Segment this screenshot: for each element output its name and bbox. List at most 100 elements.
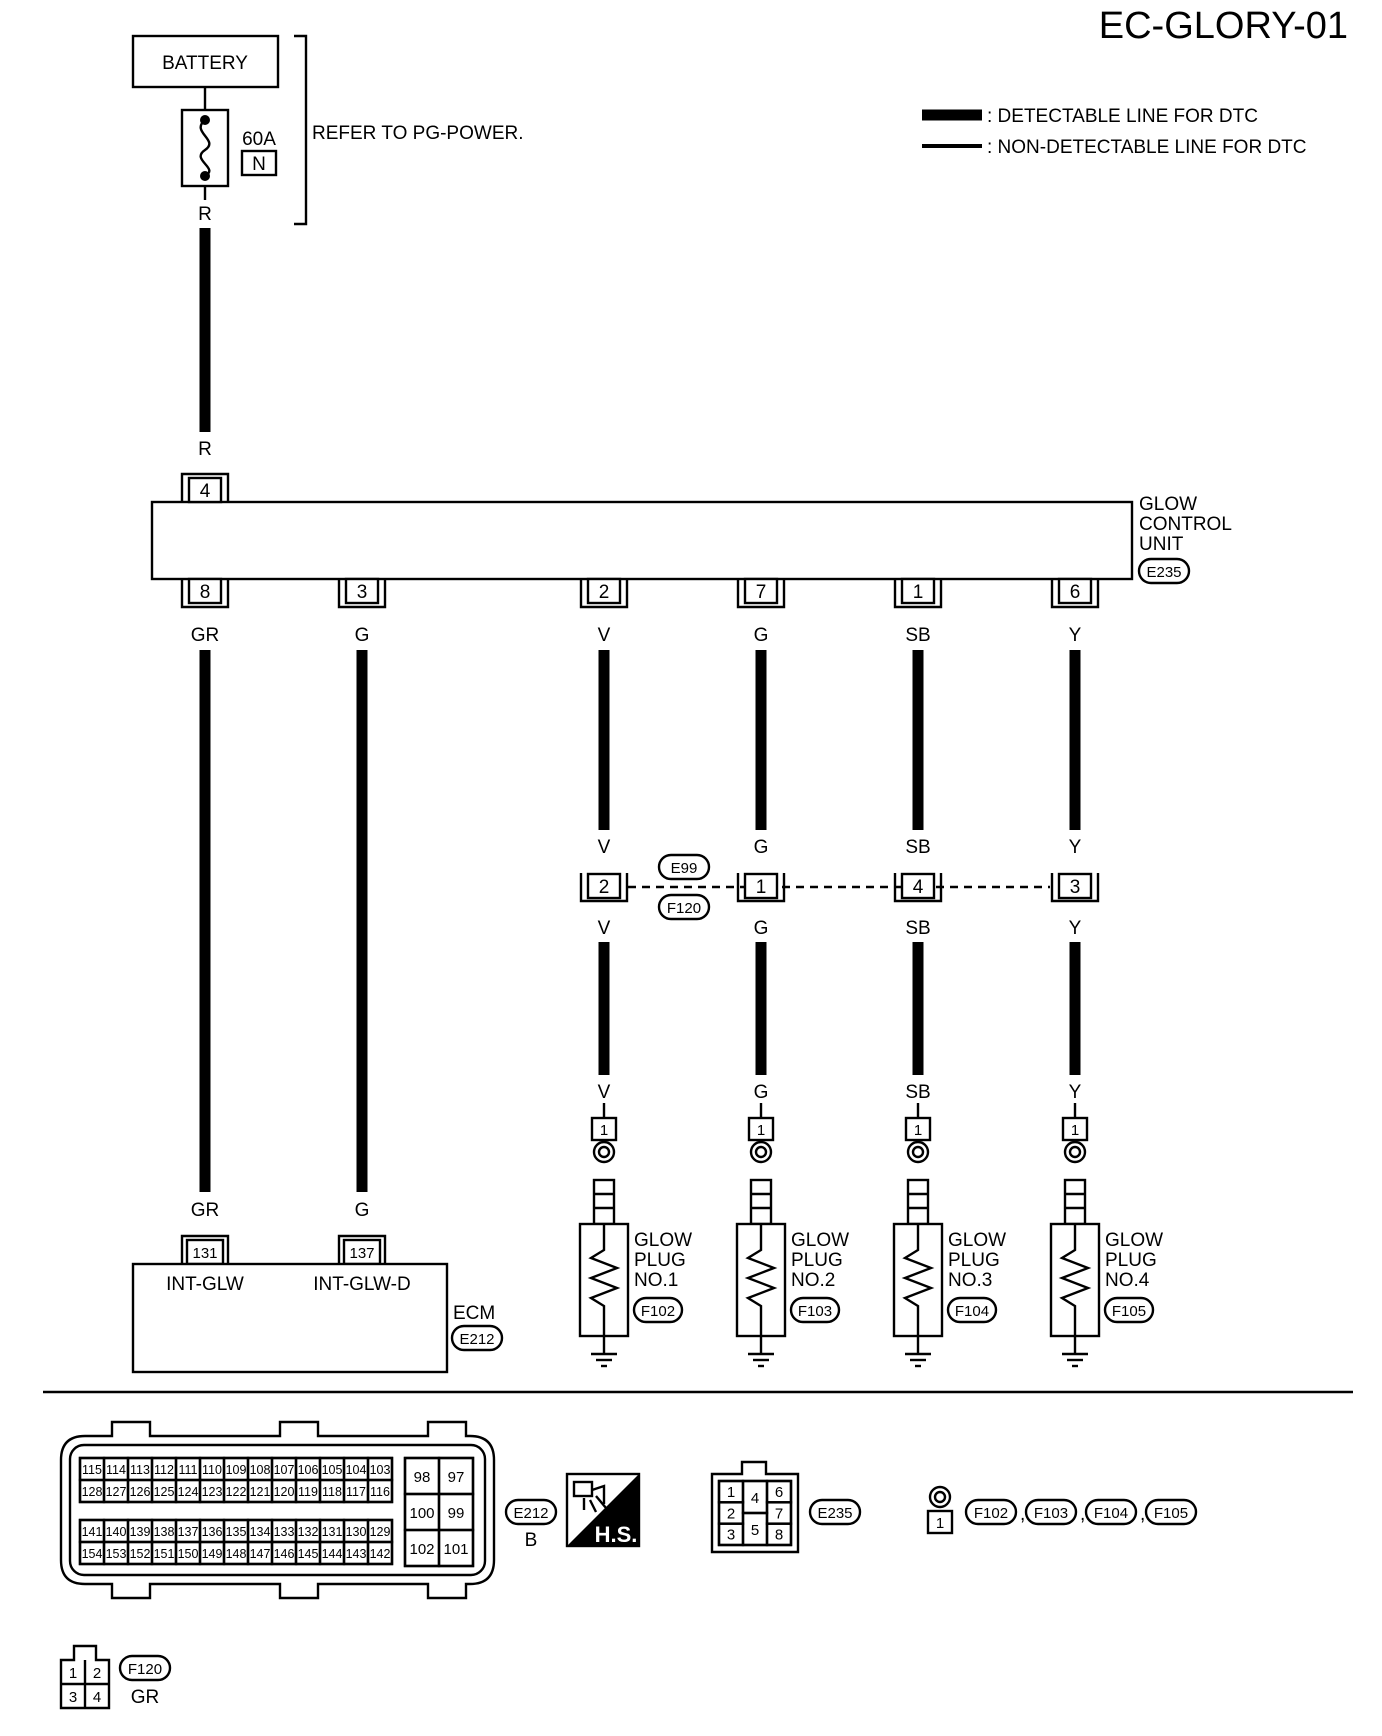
wire-color-label: G — [355, 1200, 370, 1221]
e212-pin-number: 152 — [130, 1547, 151, 1561]
battery-label: BATTERY — [162, 53, 248, 74]
wire-color-label: SB — [905, 625, 930, 646]
e212-pin-number: 126 — [130, 1485, 151, 1499]
plug-pin-number: 1 — [914, 1122, 922, 1139]
wire-color-label: G — [754, 837, 769, 858]
plug-connector-id: F105 — [1112, 1303, 1146, 1320]
gcu-name-line1: GLOW — [1139, 494, 1197, 515]
e212-pin-number: 133 — [274, 1525, 295, 1539]
ecm-pin-bracket — [337, 1234, 387, 1264]
plug-pin-number: 1 — [600, 1122, 608, 1139]
joint-bottom-connector: F120 — [667, 900, 701, 917]
e212-pin-number: 136 — [202, 1525, 223, 1539]
wire-color-label: G — [754, 1082, 769, 1103]
e212-pin-number: 127 — [106, 1485, 127, 1499]
plug-name-line1: GLOW — [1105, 1230, 1163, 1251]
gcu-pin-number: 7 — [756, 582, 767, 603]
e212-outline — [59, 1420, 496, 1600]
e212-pin-number: 129 — [370, 1525, 391, 1539]
e212-pin-number: 128 — [82, 1485, 103, 1499]
glow-plug-connector-id: F102 — [974, 1505, 1008, 1522]
gcu-name-line2: CONTROL — [1139, 514, 1232, 535]
plug-name-line1: GLOW — [791, 1230, 849, 1251]
id-separator: , — [1020, 1504, 1025, 1525]
f120-pin: 1 — [69, 1665, 77, 1682]
e235-connector-badge — [808, 1498, 862, 1526]
plug-name-line3: NO.3 — [948, 1270, 992, 1291]
ecm-connector-id: E212 — [459, 1331, 494, 1348]
e212-pin-number: 104 — [346, 1463, 367, 1477]
e212-pin-number: 135 — [226, 1525, 247, 1539]
ecm-pin-label: INT-GLW — [166, 1274, 244, 1295]
e212-pin-number: 103 — [370, 1463, 391, 1477]
refer-text: REFER TO PG-POWER. — [312, 123, 524, 144]
glow-plug-connector-pin: 1 — [936, 1515, 944, 1532]
plug-name-line3: NO.1 — [634, 1270, 678, 1291]
glow-plug-connector-view: 1 F102 , F103 , F104 , F105 — [926, 1485, 1198, 1535]
ecm: INT-GLW INT-GLW-D ECM E212 — [131, 1262, 504, 1374]
e212-pin-number: 130 — [346, 1525, 367, 1539]
e212-pin-number: 140 — [106, 1525, 127, 1539]
e212-pin-number: 124 — [178, 1485, 199, 1499]
joint-pin-number: 1 — [756, 877, 767, 898]
e212-pin-number: 149 — [202, 1547, 223, 1561]
glow-plug-connector-id: F104 — [1094, 1505, 1128, 1522]
plug-wire-group: 2 V V 2 V V 1 GLOW PLUG NO. — [578, 577, 1163, 1368]
ecm-box — [131, 1262, 449, 1374]
id-separator: , — [1140, 1504, 1145, 1525]
e235-pin-number: 3 — [727, 1527, 735, 1544]
joint-pin-number: 4 — [913, 877, 924, 898]
e212-pin-number: 131 — [322, 1525, 343, 1539]
wire-color-label: SB — [905, 918, 930, 939]
ecm-pin-label: INT-GLW-D — [313, 1274, 410, 1295]
e235-connector-id: E235 — [817, 1505, 852, 1522]
ecm-pin-bracket — [180, 1234, 230, 1264]
e212-pin-number: 101 — [443, 1541, 468, 1558]
glow-plug-resistor — [901, 1224, 935, 1336]
e212-pin-number: 142 — [370, 1547, 391, 1561]
e212-pin-number: 138 — [154, 1525, 175, 1539]
ecm-pin-number: 137 — [349, 1245, 374, 1262]
glow-plug-resistor — [1058, 1224, 1092, 1336]
e212-pin-number: 150 — [178, 1547, 199, 1561]
wire-color-label: SB — [905, 1082, 930, 1103]
e235-pin-number: 6 — [775, 1484, 783, 1501]
hs-black-triangle — [567, 1474, 639, 1546]
e212-pin-number: 132 — [298, 1525, 319, 1539]
plug-circuit-3: 1 SB SB 4 SB SB 1 GLOW PLUG — [892, 577, 1006, 1368]
e235-pin-number: 1 — [727, 1484, 735, 1501]
legend: : DETECTABLE LINE FOR DTC : NON-DETECTAB… — [922, 106, 1307, 158]
e212-pin-number: 122 — [226, 1485, 247, 1499]
e212-pin-number: 119 — [298, 1485, 318, 1499]
joint-pin-number: 3 — [1070, 877, 1081, 898]
gcu-box — [150, 500, 1134, 581]
e212-pin-number: 141 — [82, 1525, 103, 1539]
e212-pin-number: 147 — [250, 1547, 271, 1561]
wire-color-label: GR — [191, 1200, 220, 1221]
glow-plug-resistor — [587, 1224, 621, 1336]
joint-pin-number: 2 — [599, 877, 610, 898]
e212-pin-number: 98 — [414, 1469, 431, 1486]
e212-pin-number: 144 — [322, 1547, 343, 1561]
gcu-connector-badge — [1137, 557, 1191, 585]
joint-top-connector: E99 — [671, 860, 698, 877]
e235-pin-number: 2 — [727, 1505, 735, 1522]
wire-color-label: G — [355, 625, 370, 646]
gcu-connector-id: E235 — [1146, 564, 1181, 581]
hs-label: H.S. — [595, 1522, 638, 1547]
plug-circuit-2: 7 G G 1 G G 1 GLOW PLUG NO. — [735, 577, 849, 1368]
f120-color: GR — [131, 1687, 160, 1708]
e212-pin-cell — [366, 1540, 394, 1566]
e212-pin-number: 115 — [82, 1463, 102, 1477]
e212-pin-number: 151 — [154, 1547, 175, 1561]
e212-pin-number: 153 — [106, 1547, 127, 1561]
battery-box — [131, 34, 280, 89]
e212-pin-number: 112 — [154, 1463, 174, 1477]
gcu-pin-bracket-top — [180, 472, 230, 502]
f120-connector-id: F120 — [128, 1661, 162, 1678]
ecm-wire-group: 8 GR GR 131 3 G G 137 — [180, 577, 387, 1266]
f120-pin: 3 — [69, 1689, 77, 1706]
